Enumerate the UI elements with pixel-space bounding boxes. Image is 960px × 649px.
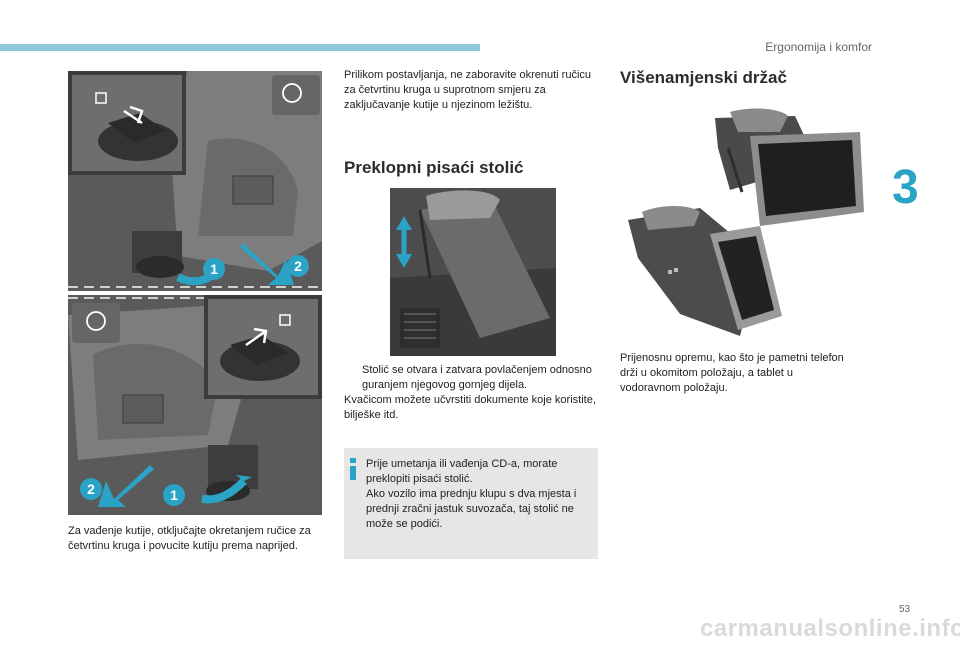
folding-desk-description: Stolić se otvara i zatvara povlačenjem o…	[344, 363, 598, 423]
figure-glovebox-remove: 2 1	[68, 295, 322, 515]
section-title: Ergonomija i komfor	[765, 40, 872, 54]
multipurpose-holder-heading: Višenamjenski držač	[620, 68, 787, 87]
clip-paragraph: Kvačicom možete učvrstiti dokumente koje…	[344, 394, 596, 421]
bullet-text: Stolić se otvara i zatvara povlačenjem o…	[362, 364, 592, 391]
figure-folding-desk	[390, 188, 556, 356]
info-icon	[350, 458, 356, 480]
callout-1-badge: 1	[163, 484, 185, 506]
info-note-box: Prije umetanja ili vađenja CD-a, morate …	[344, 448, 598, 559]
bullet-symbol	[344, 363, 362, 393]
folding-desk-heading: Preklopni pisaći stolić	[344, 158, 524, 177]
callout-2-label: 2	[294, 258, 302, 274]
glovebox-install-text: Prilikom postavljanja, ne zaboravite okr…	[344, 69, 592, 111]
callout-1-badge: 1	[203, 258, 225, 280]
multipurpose-holder-caption: Prijenosnu opremu, kao što je pametni te…	[620, 352, 844, 394]
callout-1-label: 1	[210, 261, 218, 277]
callout-2-badge: 2	[80, 478, 102, 500]
watermark: carmanualsonline.info	[700, 615, 960, 642]
callout-1-label: 1	[170, 487, 178, 503]
glovebox-removal-caption: Za vađenje kutije, otključajte okretanje…	[68, 525, 311, 552]
callout-2-label: 2	[87, 481, 95, 497]
chapter-number: 3	[892, 161, 919, 214]
note-line-airbag: Ako vozilo ima prednju klupu s dva mjest…	[366, 488, 577, 530]
callout-2-badge: 2	[287, 255, 309, 277]
header-accent-bar	[0, 44, 480, 51]
page-number: 53	[899, 604, 911, 615]
figure-glovebox-unlock: 1 2	[68, 71, 322, 291]
note-line-cd: Prije umetanja ili vađenja CD-a, morate …	[366, 458, 558, 485]
figure-multipurpose-holder	[620, 108, 870, 340]
